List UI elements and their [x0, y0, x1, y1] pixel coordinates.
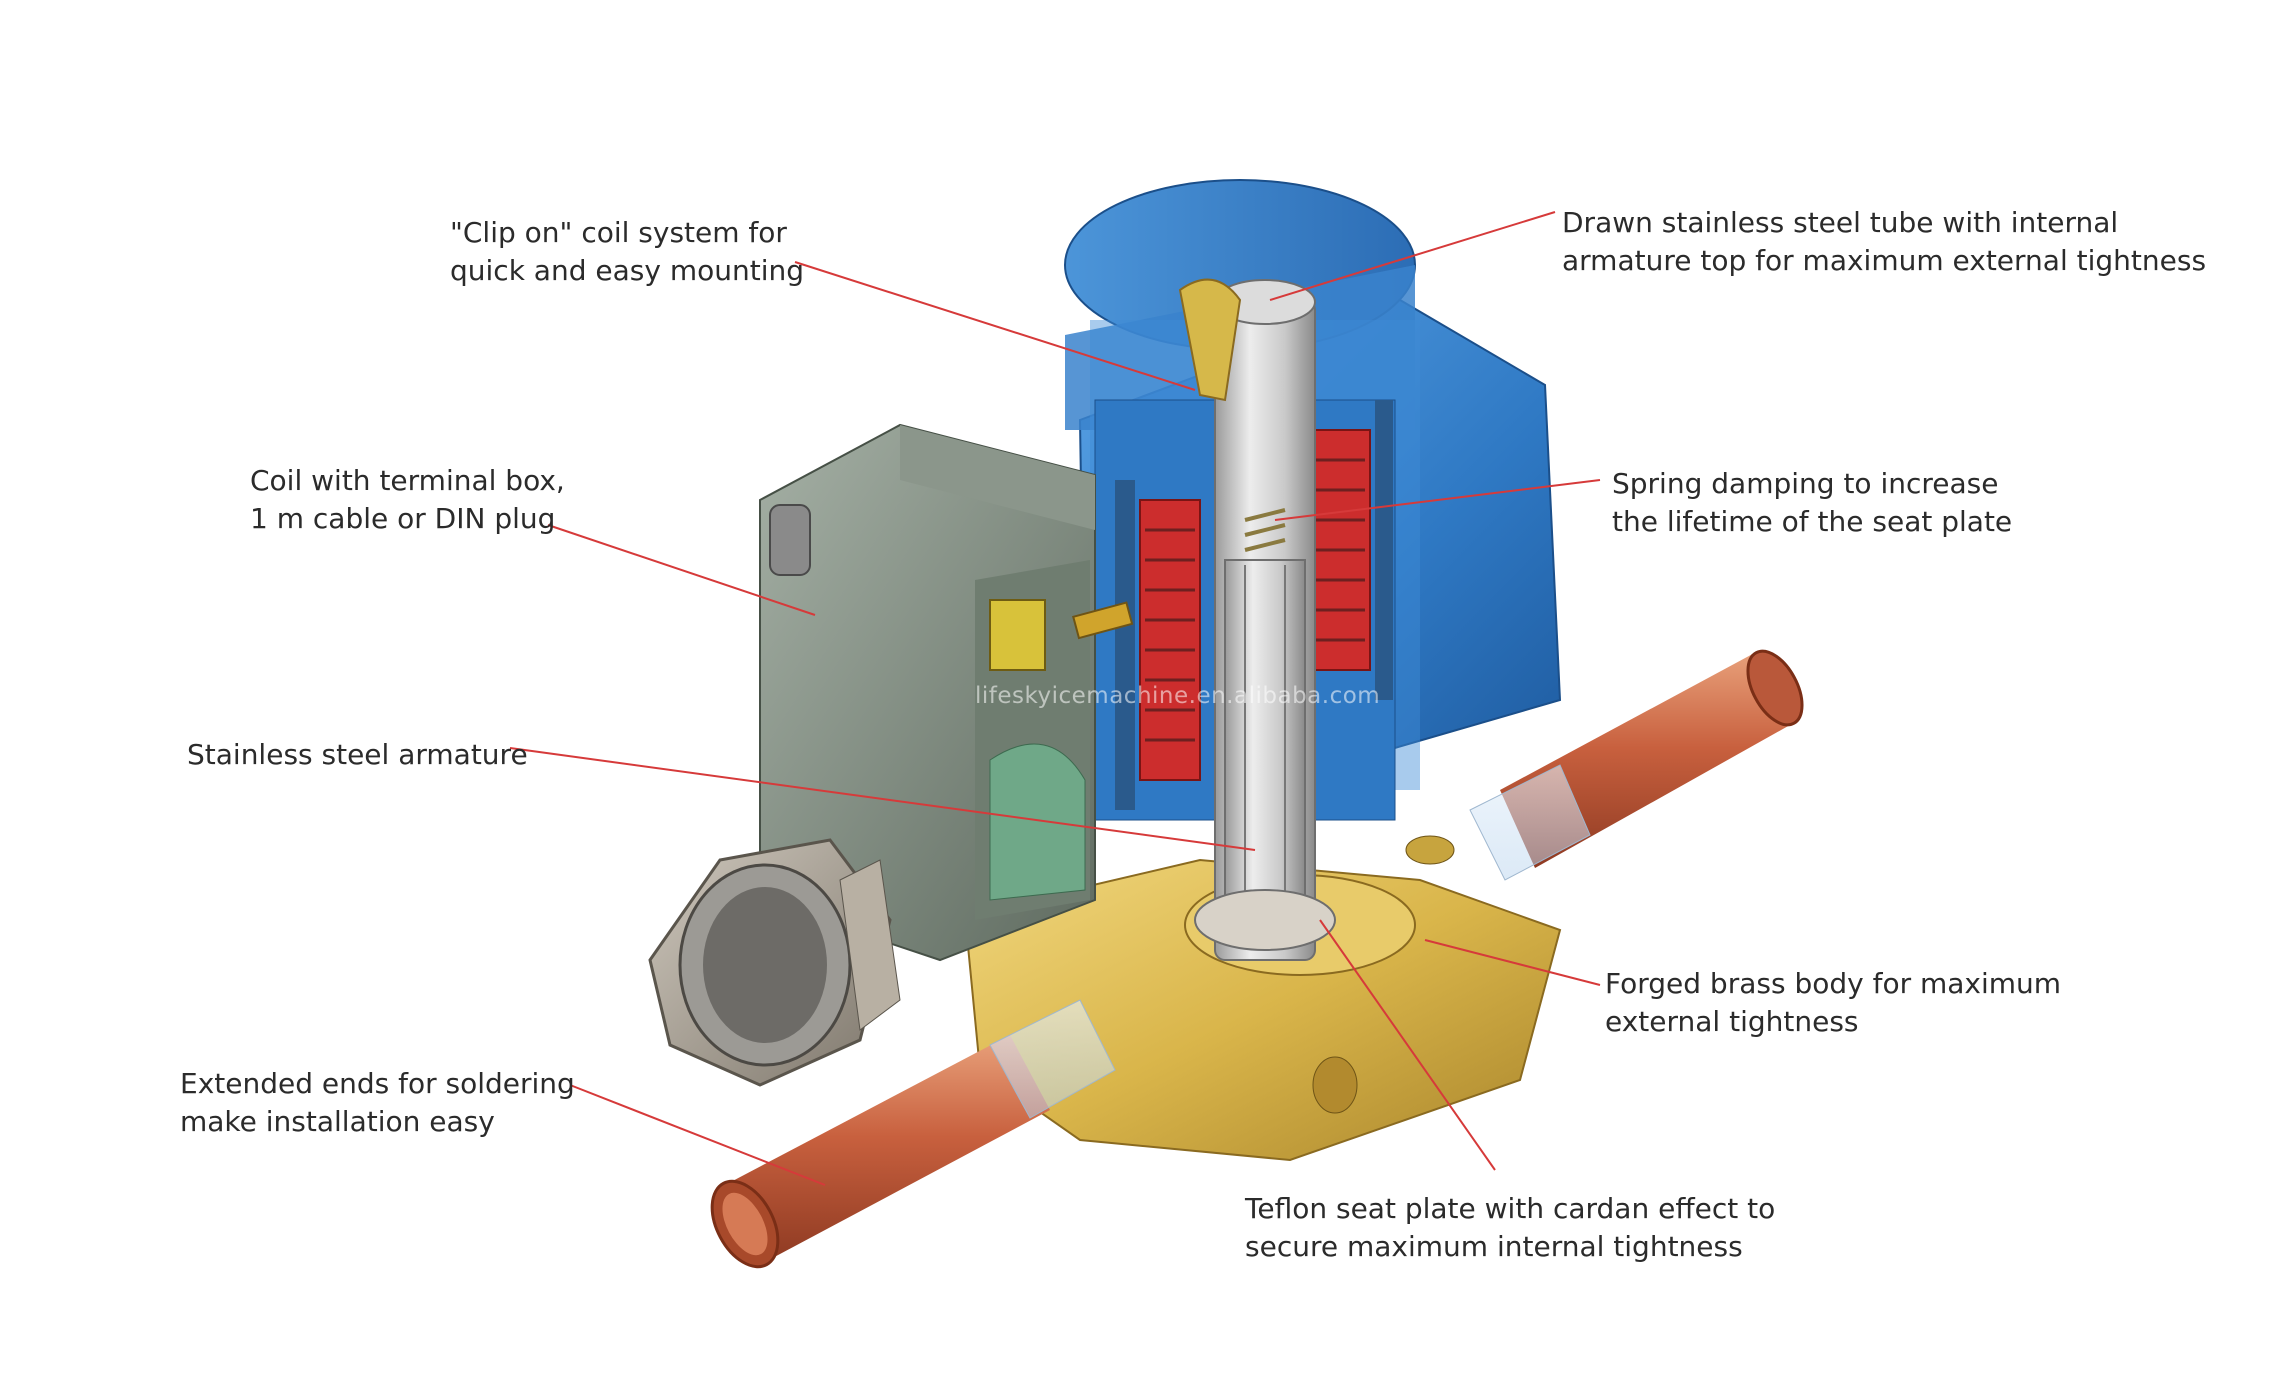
- callout-line: quick and easy mounting: [450, 254, 805, 287]
- leader-line-forged-brass-body: [1424, 939, 1601, 986]
- watermark-text: lifeskyicemachine.en.alibaba.com: [975, 683, 1381, 709]
- callout-coil-terminal-box: Coil with terminal box, 1 m cable or DIN…: [250, 462, 565, 538]
- callout-drawn-tube: Drawn stainless steel tube with internal…: [1562, 204, 2206, 280]
- callout-teflon-seat-plate: Teflon seat plate with cardan effect to …: [1245, 1190, 1775, 1266]
- armature-tube: [1178, 278, 1336, 961]
- callout-line: Teflon seat plate with cardan effect to: [1245, 1192, 1776, 1225]
- callout-line: Spring damping to increase: [1612, 467, 1999, 500]
- callout-line: Extended ends for soldering: [180, 1067, 575, 1100]
- callout-clip-on-coil: "Clip on" coil system for quick and easy…: [450, 214, 804, 290]
- callout-spring-damping: Spring damping to increase the lifetime …: [1612, 465, 2012, 541]
- callout-line: Drawn stainless steel tube with internal: [1562, 206, 2119, 239]
- leader-line-spring-damping: [1274, 479, 1601, 521]
- callout-line: Coil with terminal box,: [250, 464, 565, 497]
- callout-line: 1 m cable or DIN plug: [250, 502, 556, 535]
- callout-line: Forged brass body for maximum: [1605, 967, 2062, 1000]
- leader-line-drawn-tube: [1269, 211, 1556, 301]
- terminal-box: [759, 423, 1134, 962]
- callout-line: secure maximum internal tightness: [1245, 1230, 1743, 1263]
- callout-line: Stainless steel armature: [187, 738, 528, 771]
- leader-line-clip-on-coil: [794, 261, 1196, 391]
- callout-line: "Clip on" coil system for: [450, 216, 787, 249]
- copper-pipe-right: [1469, 649, 1804, 881]
- callout-line: armature top for maximum external tightn…: [1562, 244, 2207, 277]
- callout-line: external tightness: [1605, 1005, 1859, 1038]
- callout-forged-brass-body: Forged brass body for maximum external t…: [1605, 965, 2061, 1041]
- leader-line-teflon-seat-plate: [1319, 919, 1496, 1171]
- callout-line: the lifetime of the seat plate: [1612, 505, 2013, 538]
- callout-stainless-armature: Stainless steel armature: [187, 736, 528, 774]
- cable-gland-nut: [648, 838, 901, 1087]
- leader-line-stainless-armature: [509, 747, 1256, 851]
- copper-pipe-left: [710, 999, 1116, 1269]
- callout-line: make installation easy: [180, 1105, 495, 1138]
- leader-line-extended-ends: [569, 1084, 826, 1186]
- callout-extended-ends: Extended ends for soldering make install…: [180, 1065, 575, 1141]
- leader-line-coil-terminal-box: [547, 524, 816, 616]
